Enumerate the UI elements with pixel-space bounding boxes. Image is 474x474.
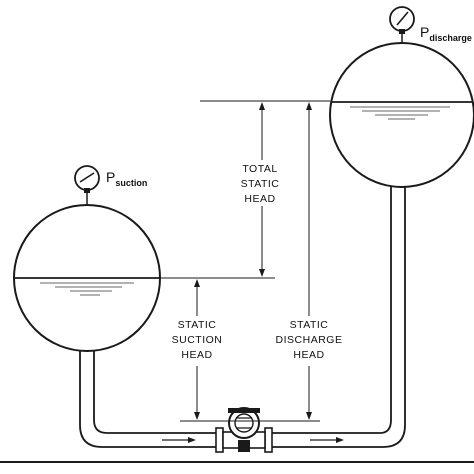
label-line: TOTAL [242,163,277,175]
gauge-needle-icon [79,172,95,183]
static-suction-head-label: STATIC SUCTION HEAD [172,319,223,361]
discharge-tank [329,42,474,188]
label-mask [235,160,287,206]
discharge-gauge-subscript: discharge [429,33,472,43]
discharge-gauge-label: P [420,24,429,40]
label-line: DISCHARGE [276,334,343,346]
svg-text:Psuction: Psuction [106,169,147,188]
svg-text:Pdischarge: Pdischarge [420,24,472,43]
suction-gauge-label: P [106,169,115,185]
suction-gauge [74,165,100,205]
label-mask [272,316,346,366]
dimension-arrowheads [194,102,312,420]
discharge-liquid-hatch [350,106,450,120]
flow-arrow-icon [310,437,344,443]
gauge-needle-icon [396,11,409,26]
pressure-gauge-icon [74,165,100,191]
label-mask [166,316,228,366]
piping [79,186,406,448]
dimension-lines [159,100,330,422]
label-line: SUCTION [172,334,223,346]
label-line: HEAD [181,349,212,361]
valve-icon [228,408,260,413]
suction-liquid-hatch [40,282,134,296]
pump-icon [215,407,273,453]
label-line: HEAD [293,349,324,361]
static-discharge-head-label: STATIC DISCHARGE HEAD [276,319,343,361]
label-line: HEAD [244,193,275,205]
flow-arrow-icon [162,437,196,443]
discharge-gauge [389,6,415,43]
suction-gauge-subscript: suction [115,178,147,188]
pressure-gauge-icon [389,6,415,32]
label-line: STATIC [290,319,329,331]
label-line: STATIC [178,319,217,331]
total-static-head-label: TOTAL STATIC HEAD [241,163,280,205]
label-line: STATIC [241,178,280,190]
suction-tank [13,204,161,352]
